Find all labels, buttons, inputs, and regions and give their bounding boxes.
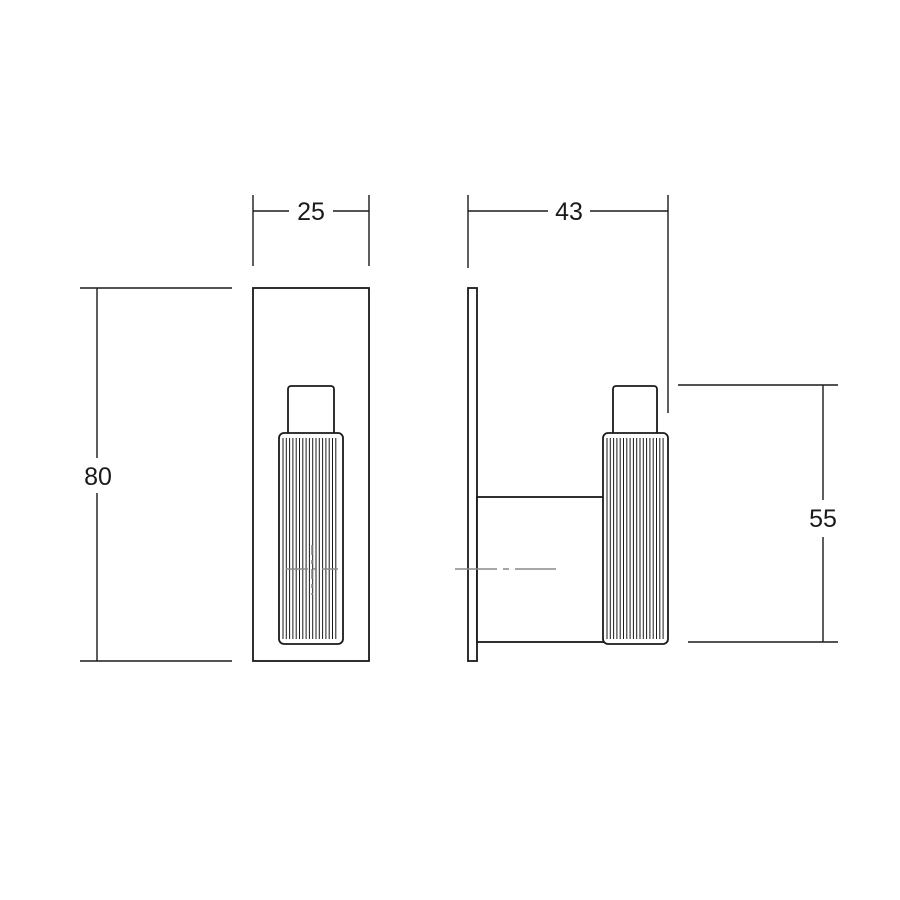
- front-pin-cap: [287, 385, 335, 437]
- dimension-front-width: 25: [252, 195, 370, 266]
- dimension-front-height: 80: [80, 287, 232, 662]
- front-view: [252, 287, 370, 662]
- dimension-label-front-width: 25: [297, 198, 325, 226]
- side-view: [455, 287, 669, 662]
- front-knurled-grip: [278, 432, 344, 645]
- dimension-label-front-height: 80: [84, 463, 112, 491]
- side-wall-plate: [467, 287, 478, 662]
- front-center-mark: [286, 545, 338, 595]
- dimension-label-side-height: 55: [809, 505, 837, 533]
- dimension-side-height: 55: [678, 384, 838, 643]
- side-knurl-ribs: [606, 438, 664, 639]
- front-knurl-ribs: [282, 438, 337, 639]
- side-pin-cap: [612, 385, 658, 437]
- dimension-side-depth: 43: [467, 195, 669, 413]
- dimension-label-side-depth: 43: [555, 198, 583, 226]
- side-knurled-grip: [602, 432, 669, 645]
